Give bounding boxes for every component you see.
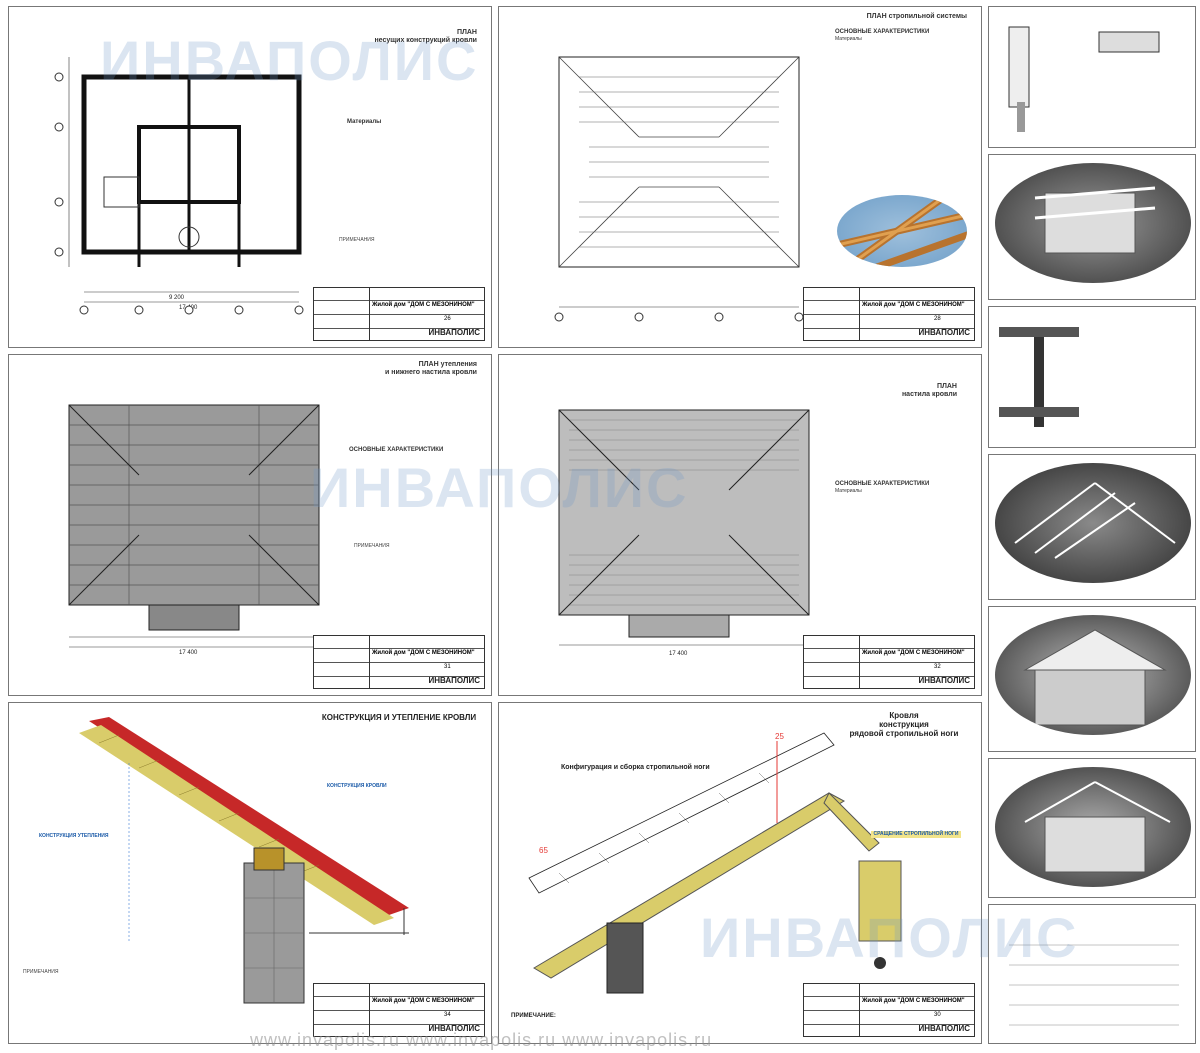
insulation-plan-drawing: 17 400 bbox=[68, 404, 320, 656]
sheet-render-4 bbox=[988, 758, 1196, 898]
bottom-note-label: ПРИМЕЧАНИЕ: bbox=[511, 1013, 556, 1019]
title-block: Жилой дом "ДОМ С МЕЗОНИНОМ" 30 ИНВАПОЛИС bbox=[803, 983, 975, 1037]
materials-legend: Материалы bbox=[347, 119, 382, 125]
rafter-join-label: СРАЩЕНИЕ СТРОПИЛЬНОЙ НОГИ bbox=[871, 831, 961, 838]
watermark-bottom: ИНВАПОЛИС bbox=[700, 906, 1079, 969]
characteristics-legend: ОСНОВНЫЕ ХАРАКТЕРИСТИКИ bbox=[349, 447, 444, 453]
sheet-detail-small bbox=[988, 6, 1196, 148]
roof-construction-label: КОНСТРУКЦИЯ КРОВЛИ bbox=[327, 783, 387, 789]
svg-text:17 400: 17 400 bbox=[179, 650, 198, 656]
svg-text:9 200: 9 200 bbox=[169, 295, 185, 301]
footer-url: www.invapolis.ru www.invapolis.ru www.in… bbox=[250, 1030, 713, 1050]
svg-text:17 400: 17 400 bbox=[669, 651, 688, 657]
title-block: Жилой дом "ДОМ С МЕЗОНИНОМ" 26 ИНВАПОЛИС bbox=[313, 287, 485, 341]
sheet-title: КОНСТРУКЦИЯ И УТЕПЛЕНИЕ КРОВЛИ bbox=[321, 713, 477, 722]
svg-text:65: 65 bbox=[539, 846, 548, 855]
sheet-render-1 bbox=[988, 154, 1196, 300]
roofing-plan-drawing: 17 400 bbox=[558, 409, 810, 657]
watermark-top: ИНВАПОЛИС bbox=[100, 29, 479, 92]
svg-text:25: 25 bbox=[775, 732, 784, 741]
title-block: Жилой дом "ДОМ С МЕЗОНИНОМ" 34 ИНВАПОЛИС bbox=[313, 983, 485, 1037]
title-block: Жилой дом "ДОМ С МЕЗОНИНОМ" 31 ИНВАПОЛИС bbox=[313, 635, 485, 689]
rafter-leg-drawing: 25 65 bbox=[528, 732, 902, 994]
rafter-plan-drawing bbox=[554, 56, 804, 322]
title-block: Жилой дом "ДОМ С МЕЗОНИНОМ" 28 ИНВАПОЛИС bbox=[803, 287, 975, 341]
notes-block: ПРИМЕЧАНИЯ bbox=[23, 969, 59, 975]
sheet-roof-construction: КОНСТРУКЦИЯ И УТЕПЛЕНИЕ КРОВЛИ КОНСТРУКЦ… bbox=[8, 702, 492, 1044]
insulation-construction-label: КОНСТРУКЦИЯ УТЕПЛЕНИЯ bbox=[39, 833, 109, 839]
roof-section-drawing bbox=[79, 717, 409, 1004]
sheet-detail-joint bbox=[988, 306, 1196, 448]
sheet-spec bbox=[988, 904, 1196, 1044]
notes-block: ПРИМЕЧАНИЯ bbox=[354, 543, 390, 549]
watermark-middle: ИНВАПОЛИС bbox=[310, 456, 689, 519]
sheet-rafter-plan: ПЛАН стропильной системы ОСНОВНЫЕ ХАРАКТ… bbox=[498, 6, 982, 348]
sheet-render-3 bbox=[988, 606, 1196, 752]
notes-block: ПРИМЕЧАНИЯ bbox=[339, 237, 375, 243]
sheet-title: ПЛАН стропильной системы bbox=[866, 13, 967, 20]
title-block: Жилой дом "ДОМ С МЕЗОНИНОМ" 32 ИНВАПОЛИС bbox=[803, 635, 975, 689]
rafter-photo bbox=[837, 195, 967, 267]
rafter-config-label: Конфигурация и сборка стропильной ноги bbox=[561, 764, 710, 771]
sheet-render-2 bbox=[988, 454, 1196, 600]
load-bearing-plan-drawing: 9 200 17 400 bbox=[54, 57, 304, 315]
